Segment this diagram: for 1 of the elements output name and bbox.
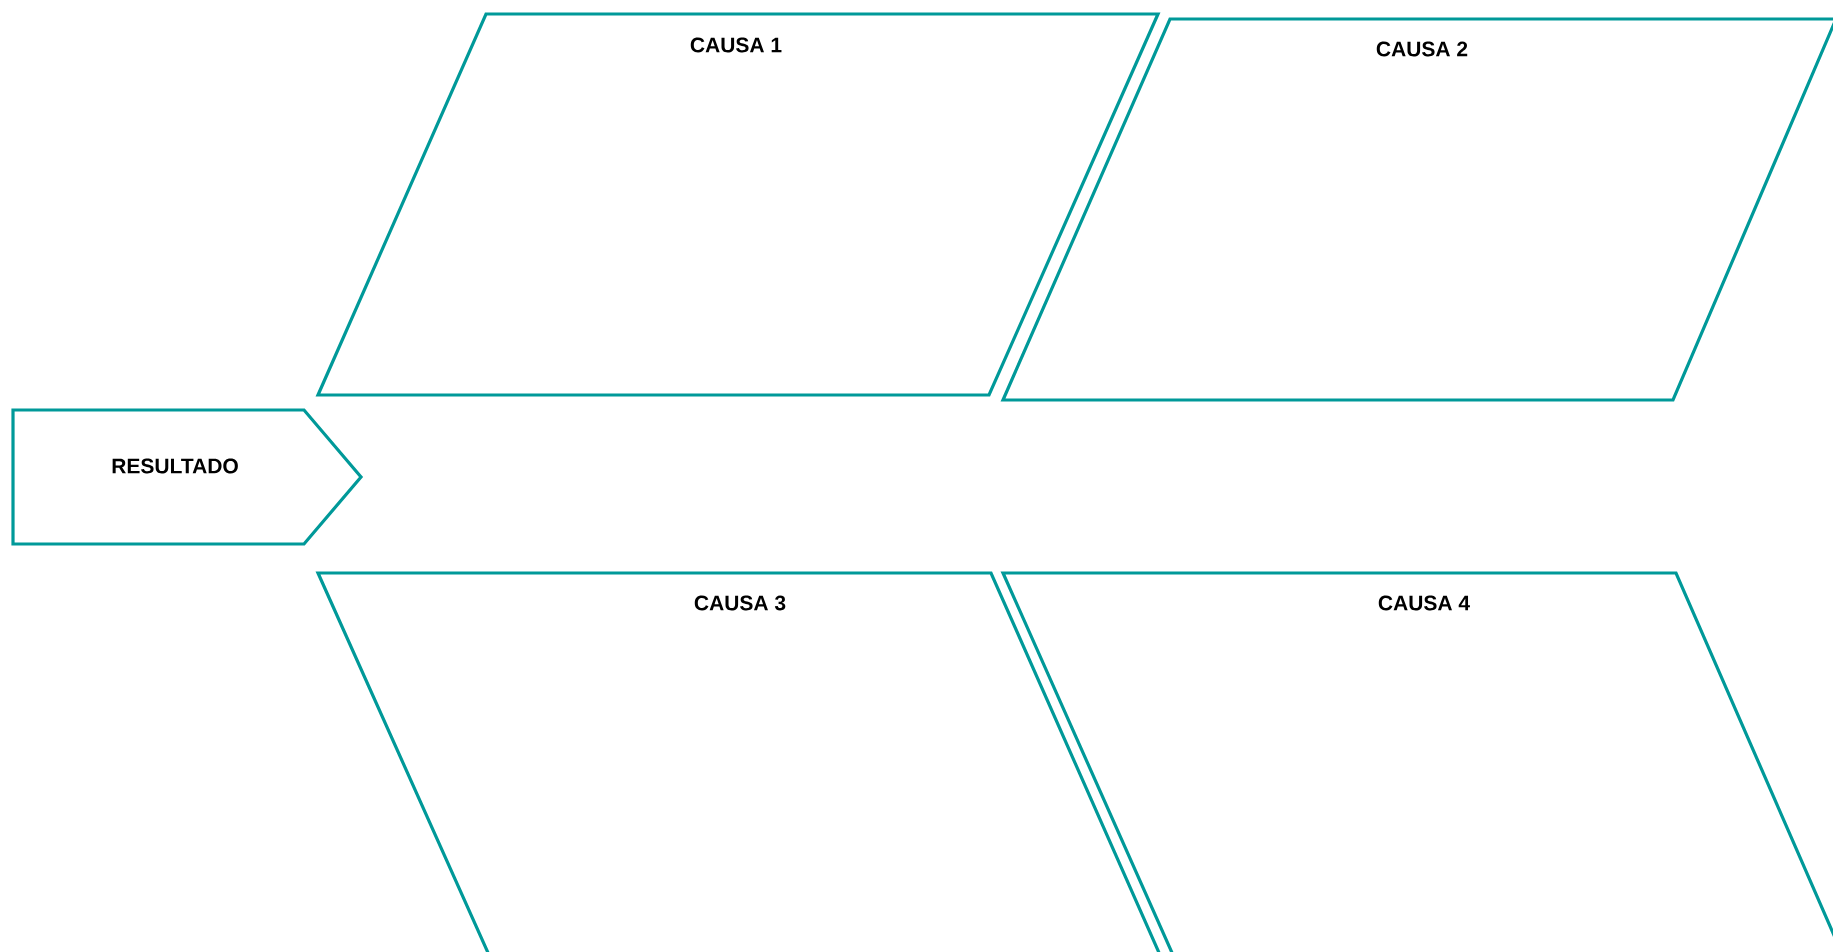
result-box: RESULTADO	[11, 408, 364, 546]
